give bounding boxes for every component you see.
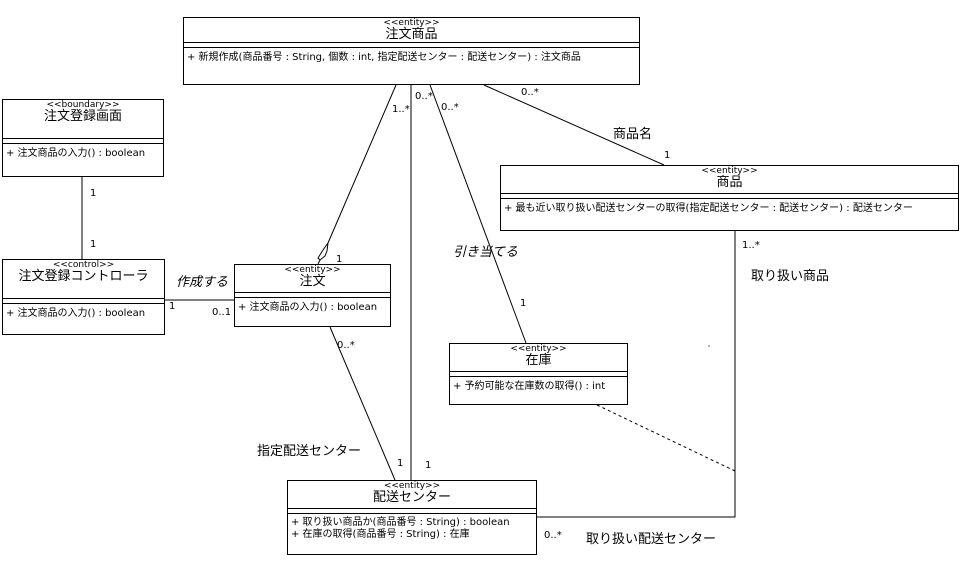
stereotype: <<entity>> — [284, 265, 341, 275]
multiplicity: 1 — [664, 150, 671, 161]
multiplicity: 0..* — [337, 340, 355, 351]
class-name: 注文 — [299, 274, 326, 290]
stereotype: <<control>> — [52, 260, 115, 270]
class-gamen[interactable]: <<boundary>>注文登録画面 + 注文商品の入力() : boolean — [2, 99, 164, 177]
class-chumon-shohin[interactable]: <<entity>>注文商品 + 新規作成(商品番号 : String, 個数 … — [183, 17, 640, 85]
operation: + 取り扱い商品か(商品番号 : String) : boolean — [291, 517, 510, 529]
operation: + 最も近い取り扱い配送センターの取得(指定配送センター : 配送センター) :… — [504, 203, 913, 215]
multiplicity: 1..* — [392, 104, 410, 115]
stereotype: <<entity>> — [383, 18, 440, 28]
operation: + 在庫の取得(商品番号 : String) : 在庫 — [291, 529, 470, 541]
multiplicity: 0..* — [415, 91, 433, 102]
label-toriatsukai-center: 取り扱い配送センター — [586, 532, 717, 547]
assoc-shohin-center — [537, 231, 736, 518]
stereotype: <<boundary>> — [46, 100, 120, 110]
operation: + 予約可能な在庫数の取得() : int — [453, 381, 606, 393]
stereotype: <<entity>> — [510, 344, 567, 354]
class-name: 注文登録画面 — [43, 109, 122, 125]
class-chumon[interactable]: <<entity>>注文 + 注文商品の入力() : boolean — [234, 264, 391, 327]
class-controller[interactable]: <<control>>注文登録コントローラ + 注文商品の入力() : bool… — [2, 259, 165, 335]
operation: + 新規作成(商品番号 : String, 個数 : int, 指定配送センター… — [187, 52, 581, 64]
multiplicity: 1 — [425, 460, 432, 471]
operation: + 注文商品の入力() : boolean — [6, 148, 146, 160]
class-name: 配送センター — [372, 490, 451, 506]
operation: + 注文商品の入力() : boolean — [238, 302, 378, 314]
assoc-chumonshohin-chumon — [327, 84, 397, 244]
class-name: 商品 — [716, 175, 743, 191]
class-shohin[interactable]: <<entity>>商品 + 最も近い取り扱い配送センターの取得(指定配送センタ… — [500, 165, 959, 231]
multiplicity: 0..1 — [212, 307, 232, 318]
label-hikiate: 引き当てる — [453, 245, 519, 260]
assoc-chumon-center — [329, 326, 396, 481]
stereotype: <<entity>> — [701, 166, 758, 176]
assoc-chumonshohin-shohin — [483, 84, 665, 166]
multiplicity: 1 — [397, 458, 404, 469]
label-sakusei: 作成する — [176, 275, 229, 290]
assoc-chumonshohin-zaiko — [429, 84, 527, 344]
multiplicity: 0..* — [544, 530, 562, 541]
multiplicity: 1 — [90, 188, 97, 199]
label-shitei-center: 指定配送センター — [257, 444, 362, 459]
multiplicity: 0..* — [521, 87, 539, 98]
class-name: 在庫 — [525, 353, 552, 369]
dashed-association-class — [596, 404, 736, 472]
label-shohinmei: 商品名 — [613, 127, 653, 142]
multiplicity: 1 — [336, 254, 343, 265]
class-zaiko[interactable]: <<entity>>在庫 + 予約可能な在庫数の取得() : int — [449, 343, 628, 405]
multiplicity: 1 — [90, 239, 97, 250]
aggregation-diamond — [317, 242, 329, 261]
class-name: 注文商品 — [385, 27, 438, 43]
multiplicity: 1..* — [742, 240, 760, 251]
multiplicity: 1 — [169, 301, 176, 312]
stereotype: <<entity>> — [383, 481, 441, 491]
multiplicity: 0..* — [441, 102, 459, 113]
multiplicity: 1 — [520, 298, 527, 309]
class-name: 注文登録コントローラ — [18, 269, 149, 285]
label-toriatsukai-shohin: 取り扱い商品 — [751, 269, 830, 284]
operation: + 注文商品の入力() : boolean — [6, 308, 146, 320]
class-center[interactable]: <<entity>>配送センター + 取り扱い商品か(商品番号 : String… — [287, 480, 537, 555]
